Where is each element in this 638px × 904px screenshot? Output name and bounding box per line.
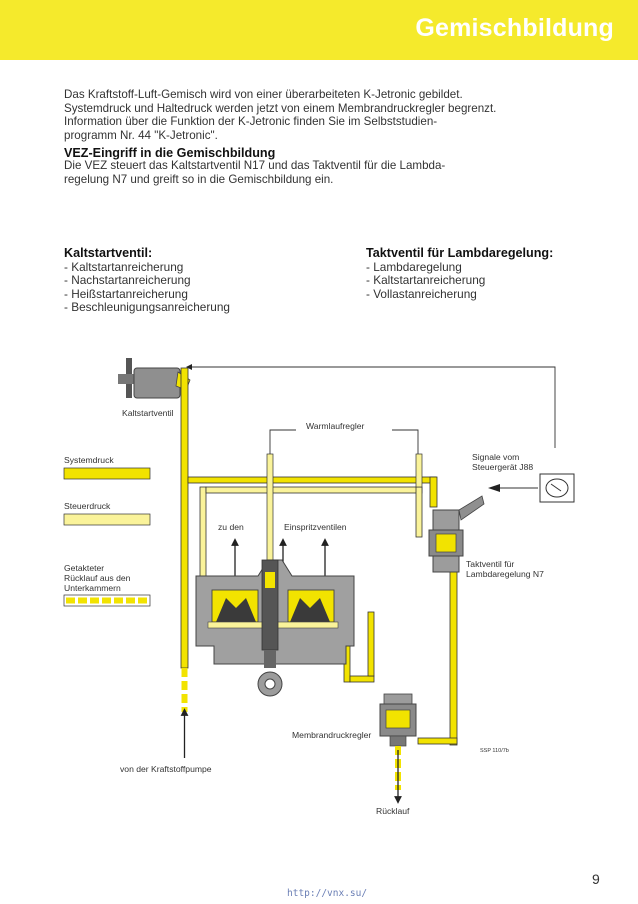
kaltstartventil-body: [133, 367, 181, 399]
roller-center: [264, 678, 276, 690]
control-unit-signal: Signale vom Steuergerät J88: [472, 452, 575, 503]
system-pressure-line: [367, 611, 375, 677]
list-item: Kaltstartanreicherung: [64, 260, 230, 275]
footer-url[interactable]: http://vnx.su/: [287, 888, 368, 899]
list-item: Heißstartanreicherung: [64, 287, 230, 302]
warmlaufregler-bracket: [269, 429, 296, 454]
legend-getaktet-label: Unterkammern: [64, 583, 121, 593]
system-pressure-line: [180, 367, 189, 669]
control-pressure-line: [415, 486, 423, 538]
page-title: Gemischbildung: [415, 14, 614, 42]
kaltstartventil-connector: [118, 374, 134, 384]
warmlaufregler-label: Warmlaufregler: [306, 421, 365, 431]
list-item: Lambdaregelung: [366, 260, 553, 275]
taktventil-label: Taktventil für: [466, 559, 514, 569]
signale-label: Steuergerät J88: [472, 462, 533, 472]
list-item: Beschleunigungsanreicherung: [64, 301, 230, 315]
ruecklauf-label: Rücklauf: [376, 806, 410, 816]
vez-paragraph: Die VEZ steuert das Kaltstartventil N17 …: [64, 159, 584, 186]
signal-line-kaltstart: [190, 366, 556, 448]
einspritzventilen-label: Einspritzventilen: [284, 522, 347, 532]
system-pressure-line: [429, 476, 438, 508]
taktventil-plug: [458, 495, 485, 521]
kaltstartventil-label: Kaltstartventil: [122, 408, 174, 418]
arrow-icon: [488, 484, 500, 492]
header-banner: Gemischbildung: [0, 0, 638, 60]
signale-label: Signale vom: [472, 452, 519, 462]
taktventil-bottom: [432, 555, 460, 573]
list-item: Nachstartanreicherung: [64, 274, 230, 288]
fuel-system-diagram: Systemdruck Steuerdruck Getakteter Rückl…: [63, 358, 575, 816]
taktventil-title: Taktventil für Lambdaregelung:: [366, 246, 554, 260]
list-item: Vollastanreicherung: [366, 287, 553, 302]
diaphragm-left: [216, 598, 256, 622]
fuel-distributor: [195, 559, 355, 697]
system-pressure-line: [187, 476, 437, 484]
taktventil-n7: Taktventil für Lambdaregelung N7: [428, 495, 544, 579]
warmlaufregler-bracket: [392, 429, 419, 454]
regler-chamber: [385, 709, 411, 729]
regler-outlet: [389, 735, 407, 747]
kaltstartventil: Kaltstartventil: [118, 358, 191, 418]
legend-steuerdruck-swatch: [63, 513, 151, 526]
diaphragm-right: [290, 598, 330, 622]
intro-paragraph: Das Kraftstoff-Luft-Gemisch wird von ein…: [64, 88, 584, 142]
kaltstart-list: Kaltstartventil: Kaltstartanreicherung N…: [64, 246, 230, 315]
control-plunger-slot: [265, 572, 275, 588]
legend-systemdruck-label: Systemdruck: [64, 455, 114, 465]
legend: Systemdruck Steuerdruck Getakteter Rückl…: [63, 455, 151, 607]
taktventil-chamber: [435, 533, 457, 553]
page-number: 9: [592, 871, 600, 887]
legend-systemdruck-swatch: [63, 467, 151, 480]
control-pressure-line: [415, 453, 423, 488]
pump-inlet: von der Kraftstoffpumpe: [120, 668, 212, 774]
membrandruckregler: Membrandruckregler Rücklauf SSP 110/7b: [292, 693, 509, 816]
list-item: Kaltstartanreicherung: [366, 274, 553, 288]
fuel-lines: [180, 367, 458, 746]
vez-line: regelung N7 und greift so in die Gemisch…: [64, 172, 334, 186]
legend-getaktet-label: Rücklauf aus den: [64, 573, 131, 583]
membrandruckregler-label: Membrandruckregler: [292, 730, 371, 740]
system-pressure-line: [349, 675, 375, 683]
intro-line: Information über die Funktion der K-Jetr…: [64, 115, 438, 129]
intro-line: Das Kraftstoff-Luft-Gemisch wird von ein…: [64, 88, 463, 101]
ssp-label: SSP 110/7b: [480, 748, 509, 754]
control-pressure-line: [205, 486, 423, 494]
gauge-needle-icon: [550, 483, 562, 492]
kaltstart-title: Kaltstartventil:: [64, 246, 153, 260]
von-pumpe-label: von der Kraftstoffpumpe: [120, 764, 212, 774]
plunger-shaft: [264, 650, 276, 668]
system-pressure-line: [417, 737, 458, 745]
zu-den-label: zu den: [218, 522, 244, 532]
taktventil-top: [432, 509, 460, 531]
intro-line: Systemdruck und Haltedruck werden jetzt …: [64, 101, 497, 115]
vez-line: Die VEZ steuert das Kaltstartventil N17 …: [64, 159, 446, 172]
taktventil-label: Lambdaregelung N7: [466, 569, 544, 579]
regler-top: [383, 693, 413, 705]
legend-steuerdruck-label: Steuerdruck: [64, 501, 111, 511]
legend-getaktet-label: Getakteter: [64, 563, 104, 573]
intro-line: programm Nr. 44 "K-Jetronic".: [64, 128, 218, 142]
vez-heading: VEZ-Eingriff in die Gemischbildung: [64, 146, 276, 160]
taktventil-list: Taktventil für Lambdaregelung: Lambdareg…: [366, 246, 554, 302]
arrow-icon: [186, 364, 192, 370]
